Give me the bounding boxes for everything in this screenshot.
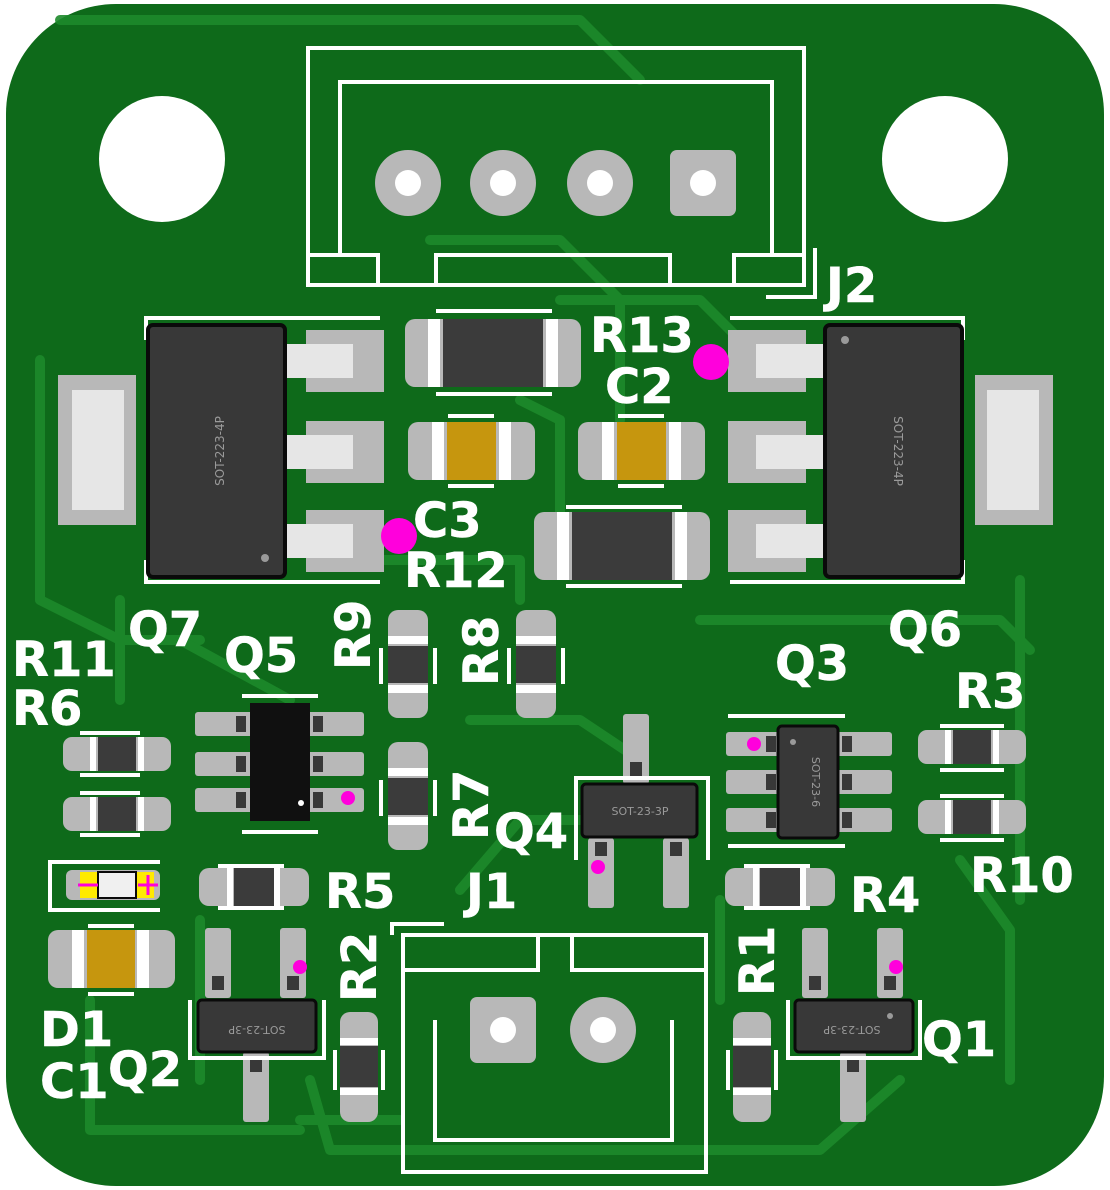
label-q4: Q4 [494, 804, 568, 860]
label-r9: R9 [326, 600, 382, 670]
transistor-q4: SOT-23-3P [574, 714, 710, 908]
label-q5: Q5 [224, 628, 298, 684]
label-r11: R11 [12, 632, 116, 688]
resistor-r11 [63, 731, 171, 777]
transistor-q6: SOT-223-4P [728, 316, 1053, 584]
connector-j1 [390, 922, 708, 1174]
resistor-r10 [918, 794, 1026, 842]
label-q2: Q2 [108, 1042, 182, 1098]
resistor-r9 [379, 610, 437, 718]
label-r7: R7 [444, 770, 500, 840]
label-r3: R3 [955, 664, 1025, 720]
label-q3: Q3 [775, 636, 849, 692]
label-r13: R13 [590, 308, 694, 364]
resistor-r3 [918, 724, 1026, 772]
capacitor-c1 [48, 924, 175, 996]
label-q1: Q1 [922, 1012, 996, 1068]
transistor-q5 [195, 694, 364, 834]
label-r8: R8 [454, 616, 510, 686]
transistor-q2: SOT-23-3P [188, 928, 326, 1122]
label-c2: C2 [605, 359, 674, 415]
label-r10: R10 [970, 848, 1074, 904]
label-r6: R6 [12, 681, 82, 737]
resistor-r5 [199, 864, 309, 910]
resistor-r8 [507, 610, 565, 718]
label-r1: R1 [730, 926, 786, 996]
q7-package-label: SOT-223-4P [213, 416, 227, 486]
pin1-marker-r12 [381, 518, 417, 554]
resistor-r13 [405, 309, 581, 396]
transistor-q1: SOT-23-3P [786, 928, 922, 1122]
j2-pins [375, 150, 736, 216]
resistor-r2 [333, 1012, 385, 1122]
resistor-r7 [379, 742, 437, 850]
connector-j2 [306, 46, 817, 299]
led-d1 [48, 860, 160, 912]
label-c3: C3 [413, 493, 482, 549]
transistor-q7: SOT-223-4P [58, 316, 384, 584]
q1-package-label: SOT-23-3P [823, 1023, 880, 1036]
label-d1: D1 [40, 1002, 113, 1058]
q3-package-label: SOT-23-6 [809, 757, 822, 807]
mounting-hole-right [882, 96, 1008, 222]
q2-package-label: SOT-23-3P [228, 1023, 285, 1036]
capacitor-c3 [408, 414, 535, 488]
label-r2: R2 [332, 932, 388, 1002]
resistor-r1 [726, 1012, 778, 1122]
label-q6: Q6 [888, 602, 962, 658]
label-r5: R5 [325, 864, 395, 920]
pin1-marker-r13 [693, 344, 729, 380]
label-r4: R4 [850, 868, 920, 924]
label-r12: R12 [404, 543, 508, 599]
label-q7: Q7 [128, 602, 202, 658]
capacitor-c2 [578, 414, 705, 488]
q6-package-label: SOT-223-4P [891, 416, 905, 486]
mounting-hole-left [99, 96, 225, 222]
resistor-r12 [534, 505, 710, 588]
label-j1: J1 [463, 864, 517, 920]
q4-package-label: SOT-23-3P [612, 805, 669, 818]
resistor-r6 [63, 791, 171, 837]
label-j2: J2 [823, 258, 877, 314]
resistor-r4 [725, 864, 835, 910]
label-c1: C1 [40, 1054, 109, 1110]
transistor-q3: SOT-23-6 [726, 714, 892, 848]
